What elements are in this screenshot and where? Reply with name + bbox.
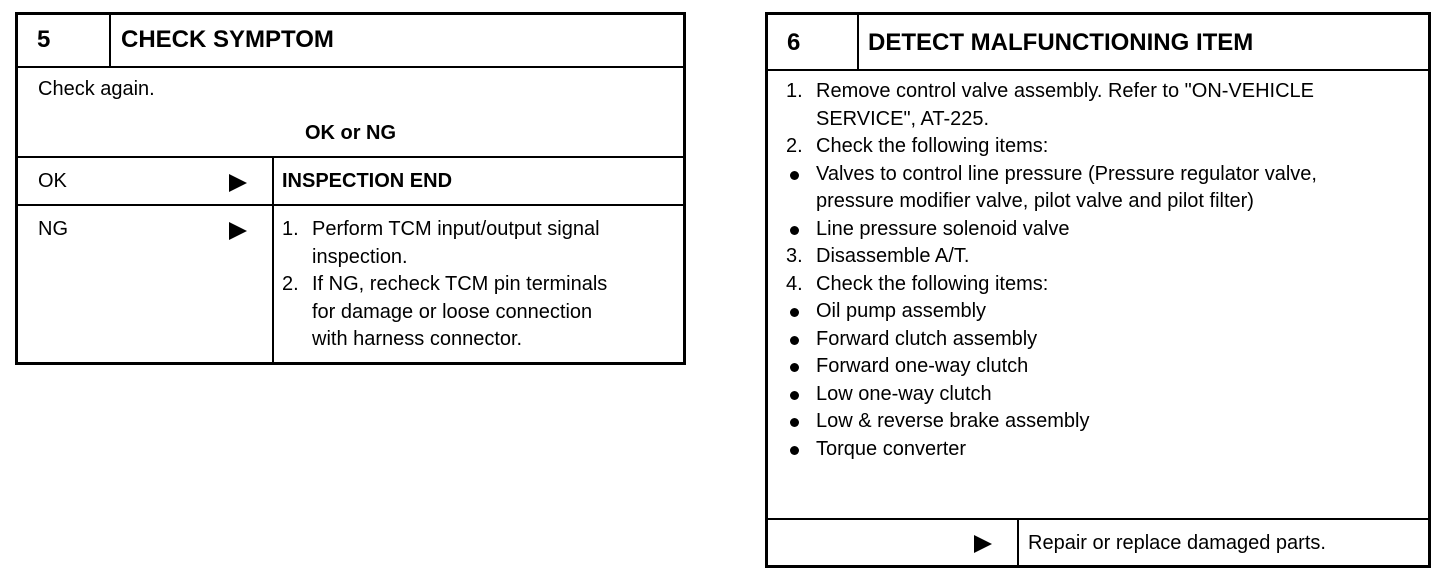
bullet-icon: [790, 225, 799, 235]
step5-box: 5 CHECK SYMPTOM Check again. OK or NG OK…: [15, 12, 686, 365]
ng-action-item-line: inspection.: [312, 245, 408, 268]
step6-item: Forward clutch assembly: [786, 326, 1416, 354]
bullet-icon: [790, 308, 799, 317]
step6-item-line: Line pressure solenoid valve: [816, 217, 1070, 240]
bullet-icon: [790, 390, 799, 400]
ng-arrow-icon: [229, 222, 247, 240]
ng-action-item-text: If NG, recheck TCM pin terminals for dama…: [282, 271, 682, 354]
step6-footer-rule: [768, 518, 1428, 520]
step5-question-rule: [18, 156, 683, 158]
step6-number: 6: [787, 29, 801, 56]
step6-result: Repair or replace damaged parts.: [1028, 532, 1326, 554]
ok-label: OK: [38, 170, 67, 192]
step6-item-text: Low one-way clutch: [786, 381, 1416, 409]
step6-item-line: Valves to control line pressure (Pressur…: [816, 162, 1317, 185]
step6-item-line: Low & reverse brake assembly: [816, 410, 1090, 432]
ng-action-list: 1. Perform TCM input/output signal inspect…: [282, 216, 682, 354]
step6-item: 2. Check the following items:: [786, 133, 1416, 161]
ng-action-item-line: Perform TCM input/output signal: [312, 218, 600, 240]
step6-box: 6 DETECT MALFUNCTIONING ITEM 1. Remove co…: [765, 12, 1431, 568]
step6-item: 3. Disassemble A/T.: [786, 243, 1416, 271]
step6-item: 4. Check the following items:: [786, 271, 1416, 299]
step5-header-rule: [18, 66, 683, 68]
step6-item-text: Oil pump assembly: [786, 298, 1416, 326]
ng-action-item: 2. If NG, recheck TCM pin terminals for da…: [282, 271, 682, 354]
step6-item-line: Disassemble A/T.: [816, 245, 970, 267]
step6-item-list: 1. Remove control valve assembly. Refer t…: [786, 78, 1416, 463]
step6-header-rule: [768, 69, 1428, 71]
step6-item-line: Forward one-way clutch: [816, 355, 1029, 377]
step5-title: CHECK SYMPTOM: [121, 26, 334, 53]
step6-item-text: Check the following items:: [786, 271, 1416, 299]
step6-item-text: Line pressure solenoid valve: [786, 216, 1416, 244]
step5-ok-rule: [18, 204, 683, 206]
step6-header-divider: [857, 15, 859, 69]
step6-item-text: Torque converter: [786, 436, 1416, 464]
bullet-icon: [790, 418, 799, 427]
bullet-icon: [790, 363, 799, 372]
step6-item-text: Low & reverse brake assembly: [786, 408, 1416, 436]
step6-item-line: Forward clutch assembly: [816, 327, 1038, 350]
step6-item-line: Low one-way clutch: [816, 382, 992, 405]
step6-item-text: Valves to control line pressure (Pressur…: [786, 161, 1416, 216]
bullet-icon: [790, 335, 799, 345]
step5-number: 5: [37, 26, 51, 53]
step6-item-line: Torque converter: [816, 437, 967, 460]
step6-item: Forward one-way clutch: [786, 353, 1416, 381]
step6-item-number: 3.: [786, 245, 803, 267]
step5-question: OK or NG: [304, 122, 397, 144]
step6-item-text: Check the following items:: [786, 133, 1416, 161]
step6-item: Torque converter: [786, 436, 1416, 464]
step6-item-text: Disassemble A/T.: [786, 243, 1416, 271]
step6-item-text: Remove control valve assembly. Refer to …: [786, 78, 1416, 133]
step6-item-number: 2.: [786, 135, 803, 157]
step5-header-divider: [109, 15, 111, 66]
step6-title: DETECT MALFUNCTIONING ITEM: [868, 29, 1254, 56]
step6-item: Low & reverse brake assembly: [786, 408, 1416, 436]
ng-action-item: 1. Perform TCM input/output signal inspect…: [282, 216, 682, 271]
step5-branch-divider: [272, 156, 274, 362]
ng-action-item-number: 2.: [282, 273, 299, 295]
step6-item-line: pressure modifier valve, pilot valve and…: [816, 190, 1254, 212]
ok-result: INSPECTION END: [282, 170, 453, 192]
step6-item-line: SERVICE", AT-225.: [816, 107, 990, 130]
ng-action-item-line: for damage or loose connection: [312, 300, 593, 323]
step6-item-line: Remove control valve assembly. Refer to …: [816, 80, 1315, 102]
step5-instruction: Check again.: [38, 78, 155, 100]
step6-item: 1. Remove control valve assembly. Refer t…: [786, 78, 1416, 133]
ng-label: NG: [38, 218, 68, 240]
ng-action-item-text: Perform TCM input/output signal inspectio…: [282, 216, 682, 271]
bullet-icon: [790, 445, 799, 455]
step6-item-line: Check the following items:: [816, 272, 1049, 295]
ng-action-item-line: If NG, recheck TCM pin terminals: [312, 273, 608, 295]
bullet-icon: [790, 170, 799, 180]
step6-item-text: Forward one-way clutch: [786, 353, 1416, 381]
step6-item-line: Oil pump assembly: [816, 300, 987, 322]
step6-item-number: 1.: [786, 80, 803, 102]
step6-item: Line pressure solenoid valve: [786, 216, 1416, 244]
step6-arrow-icon: [974, 535, 992, 553]
step6-footer-divider: [1017, 518, 1019, 565]
step6-item-number: 4.: [786, 272, 803, 295]
step6-item: Valves to control line pressure (Pressur…: [786, 161, 1416, 216]
step6-item: Oil pump assembly: [786, 298, 1416, 326]
ng-action-item-number: 1.: [282, 218, 299, 240]
ok-arrow-icon: [229, 174, 247, 192]
ng-action-item-line: with harness connector.: [312, 328, 523, 350]
step6-item: Low one-way clutch: [786, 381, 1416, 409]
step6-item-text: Forward clutch assembly: [786, 326, 1416, 354]
step6-item-line: Check the following items:: [816, 135, 1049, 157]
